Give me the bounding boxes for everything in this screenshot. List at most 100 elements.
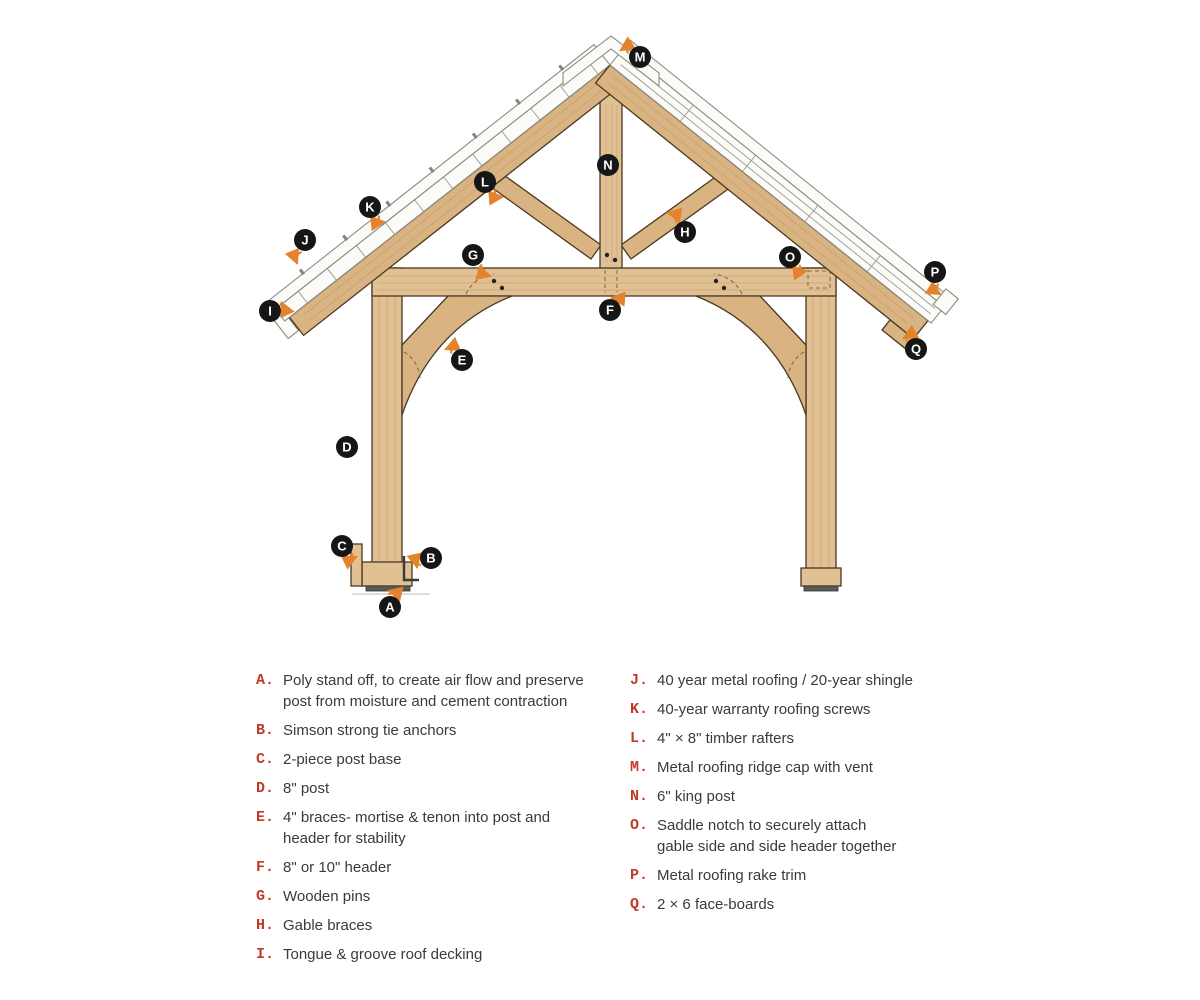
legend-text: 8" or 10" header bbox=[283, 859, 392, 876]
diagram-label-E: E bbox=[443, 336, 473, 371]
rake-trim bbox=[932, 288, 960, 316]
legend-letter: M. bbox=[630, 759, 649, 776]
label-arrow-Q bbox=[902, 324, 920, 342]
legend-text: Metal roofing ridge cap with vent bbox=[657, 759, 873, 776]
legend-item: C. 2-piece post base bbox=[256, 749, 616, 770]
legend-letter: I. bbox=[256, 946, 275, 963]
diagram-label-D: D bbox=[336, 436, 358, 458]
label-arrow-K bbox=[370, 215, 387, 232]
label-circle-M bbox=[629, 46, 651, 68]
label-letter-G: G bbox=[468, 248, 478, 263]
legend-item: P. Metal roofing rake trim bbox=[630, 865, 950, 886]
legend-text: 40 year metal roofing / 20-year shingle bbox=[657, 672, 913, 689]
legend-letter: L. bbox=[630, 730, 649, 747]
diagram-label-F: F bbox=[599, 291, 626, 321]
wooden-pin bbox=[499, 285, 505, 291]
king-post-tenon bbox=[604, 270, 618, 292]
label-letter-B: B bbox=[426, 551, 435, 566]
legend-text: 40-year warranty roofing screws bbox=[657, 701, 871, 718]
right-roof bbox=[594, 39, 960, 353]
right-brace-post-tenon bbox=[787, 351, 805, 379]
legend-item: K. 40-year warranty roofing screws bbox=[630, 699, 950, 720]
left-post bbox=[371, 267, 403, 587]
wooden-pin bbox=[713, 278, 719, 284]
legend-text: 4" braces- mortise & tenon into post and… bbox=[283, 809, 551, 847]
wooden-pin bbox=[721, 285, 727, 291]
label-letter-O: O bbox=[785, 250, 795, 265]
left-brace-tenon bbox=[465, 273, 495, 295]
legend-text: Saddle notch to securely attach gable si… bbox=[657, 817, 897, 855]
legend-text: Poly stand off, to create air flow and p… bbox=[283, 672, 584, 710]
right-gable-brace bbox=[620, 172, 732, 260]
right-post-base bbox=[800, 567, 842, 587]
king-post bbox=[599, 84, 623, 269]
label-circle-D bbox=[336, 436, 358, 458]
header-beam bbox=[371, 267, 837, 297]
strong-tie-anchor bbox=[402, 556, 419, 582]
legend-item: Q. 2 × 6 face-boards bbox=[630, 894, 950, 915]
legend-text: Simson strong tie anchors bbox=[283, 722, 457, 739]
label-arrow-B bbox=[406, 552, 422, 570]
legend-text: 6" king post bbox=[657, 788, 735, 805]
label-arrow-I bbox=[279, 301, 295, 319]
poly-stand-off bbox=[365, 585, 411, 592]
legend-column-left: A. Poly stand off, to create air flow an… bbox=[256, 670, 616, 973]
label-circle-F bbox=[599, 299, 621, 321]
label-arrow-L bbox=[488, 189, 505, 206]
legend-item: G. Wooden pins bbox=[256, 886, 616, 907]
wood-grain bbox=[605, 105, 618, 262]
legend-letter: P. bbox=[630, 867, 649, 884]
label-letter-L: L bbox=[481, 175, 489, 190]
legend-letter: Q. bbox=[630, 896, 649, 913]
label-circle-Q bbox=[905, 338, 927, 360]
label-letter-Q: Q bbox=[911, 342, 921, 357]
legend-text: 8" post bbox=[283, 780, 330, 797]
wood-grain bbox=[303, 76, 612, 322]
diagram-label-J: J bbox=[284, 229, 316, 266]
label-circle-E bbox=[451, 349, 473, 371]
label-circle-J bbox=[294, 229, 316, 251]
legend-letter: N. bbox=[630, 788, 649, 805]
wood-grain bbox=[608, 76, 914, 325]
legend-item: O. Saddle notch to securely attach gable… bbox=[630, 815, 950, 857]
legend-letter: K. bbox=[630, 701, 649, 718]
label-letter-P: P bbox=[931, 265, 940, 280]
right-brace-tenon bbox=[713, 273, 743, 295]
legend-item: N. 6" king post bbox=[630, 786, 950, 807]
legend-letter: G. bbox=[256, 888, 275, 905]
label-circle-L bbox=[474, 171, 496, 193]
diagram-label-B: B bbox=[406, 547, 442, 570]
legend-text: Metal roofing rake trim bbox=[657, 867, 807, 884]
legend-item: D. 8" post bbox=[256, 778, 616, 799]
legend-letter: A. bbox=[256, 672, 275, 689]
wooden-pin bbox=[491, 278, 497, 284]
legend-letter: E. bbox=[256, 809, 275, 826]
legend-text: Gable braces bbox=[283, 917, 373, 934]
legend-text: 2 × 6 face-boards bbox=[657, 896, 775, 913]
label-letter-D: D bbox=[342, 440, 351, 455]
decking-board-joints bbox=[297, 62, 599, 304]
legend-text: Wooden pins bbox=[283, 888, 371, 905]
legend-letter: D. bbox=[256, 780, 275, 797]
label-letter-J: J bbox=[301, 233, 308, 248]
label-arrow-F bbox=[609, 291, 626, 307]
label-arrow-A bbox=[386, 586, 404, 602]
label-circle-H bbox=[674, 221, 696, 243]
label-circle-K bbox=[359, 196, 381, 218]
label-arrow-O bbox=[791, 264, 809, 281]
label-arrow-M bbox=[619, 36, 637, 54]
diagram-label-O: O bbox=[779, 246, 809, 281]
roofing-screws bbox=[298, 64, 565, 276]
legend-letter: H. bbox=[256, 917, 275, 934]
legend-column-right: J. 40 year metal roofing / 20-year shing… bbox=[630, 670, 950, 923]
wooden-pin bbox=[604, 252, 610, 258]
post-base-side-plate bbox=[350, 543, 363, 587]
roof-panel-seams bbox=[620, 58, 936, 315]
diagram-label-K: K bbox=[359, 196, 387, 232]
label-circle-A bbox=[379, 596, 401, 618]
label-letter-H: H bbox=[680, 225, 689, 240]
diagram-label-I: I bbox=[259, 300, 295, 322]
label-letter-I: I bbox=[268, 304, 272, 319]
label-circle-P bbox=[924, 261, 946, 283]
